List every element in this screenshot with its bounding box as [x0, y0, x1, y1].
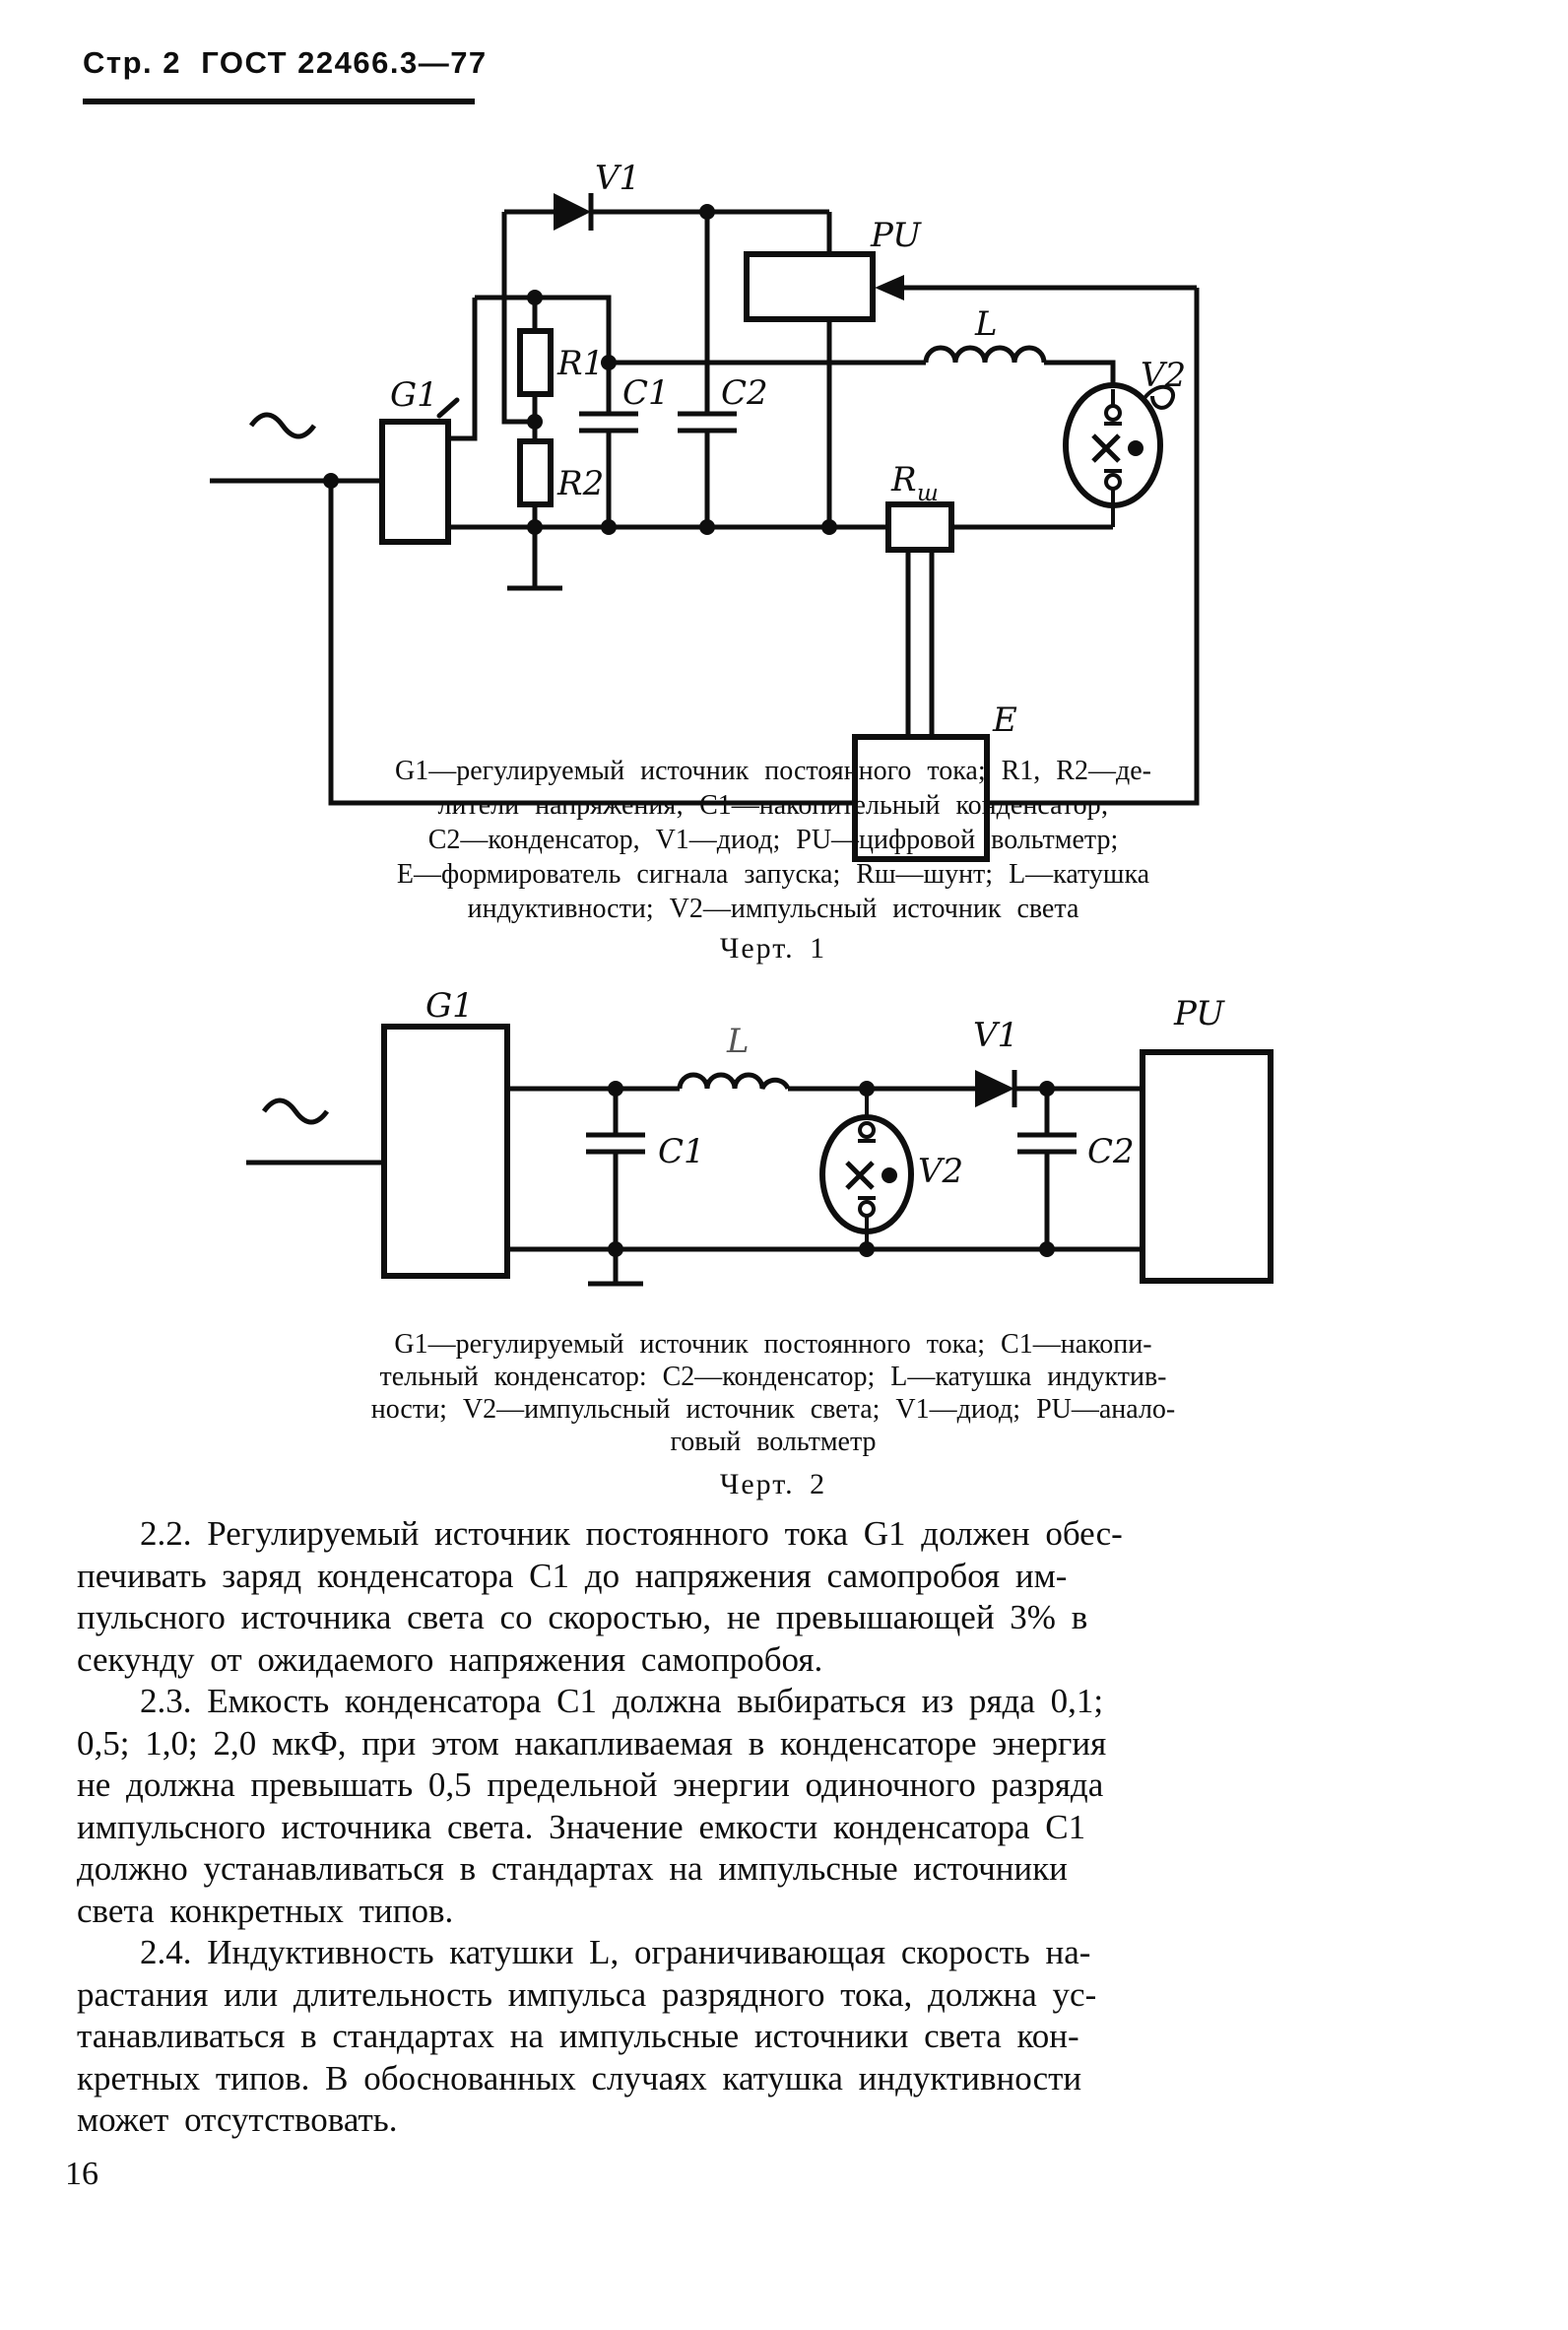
pu-voltmeter — [744, 251, 876, 322]
label-c2: C2 — [1087, 1132, 1135, 1171]
lamp-x-icon — [845, 1161, 875, 1190]
paragraph-2-4: 2.4. Индуктивность катушки L, ограничива… — [77, 1933, 1097, 2139]
label-v2: V2 — [918, 1152, 963, 1191]
lamp-dot — [882, 1167, 897, 1183]
label-g1: G1 — [425, 986, 474, 1026]
wire-v1-tap — [501, 212, 535, 425]
arrow-into-pu-icon — [875, 275, 904, 300]
r1-resistor — [517, 328, 554, 397]
label-c1: C1 — [658, 1132, 705, 1171]
figure2-label: Черт. 2 — [719, 1468, 827, 1500]
wire-divider-top — [475, 295, 612, 363]
wire-ground-loop — [328, 288, 1200, 806]
lamp-electrode — [858, 1121, 876, 1139]
page-number: 16 — [65, 2156, 98, 2192]
label-rsh: R — [890, 460, 917, 499]
l-inductor-icon — [677, 1072, 791, 1091]
rsh-shunt — [885, 501, 954, 553]
wire-g1-riser — [448, 298, 478, 441]
label-g1: G1 — [390, 375, 438, 415]
label-v2: V2 — [1141, 356, 1186, 395]
label-rsh-sub: ш — [917, 481, 939, 506]
label-c2: C2 — [721, 373, 768, 413]
lamp-trigger-curl — [1143, 385, 1176, 410]
junction-dot — [323, 473, 339, 489]
lamp-dot — [1128, 440, 1143, 456]
header-rule — [83, 99, 475, 104]
page-header: Стр. 2 ГОСТ 22466.3—77 — [83, 45, 488, 80]
label-pu: PU — [1173, 994, 1225, 1033]
paragraph-2-2: 2.2. Регулируемый источник постоянного т… — [77, 1514, 1123, 1679]
figure1-label: Черт. 1 — [719, 932, 827, 965]
g1-block — [381, 1024, 510, 1279]
r2-resistor — [517, 438, 554, 507]
body-text: 2.2. Регулируемый источник постоянного т… — [77, 1513, 1517, 2142]
pu-voltmeter — [1140, 1049, 1274, 1284]
l-inductor-icon — [923, 345, 1047, 364]
g1-adjust-tick — [436, 397, 460, 419]
v1-diode-icon — [975, 1070, 1014, 1107]
label-r1: R1 — [556, 344, 604, 383]
circuit-diagram-1: G1 V1 R1 R2 — [210, 159, 1200, 862]
ac-source-icon — [261, 1098, 330, 1125]
v1-diode-icon — [554, 193, 591, 231]
g1-block — [379, 419, 451, 545]
lamp-electrode — [1104, 404, 1122, 422]
label-e: E — [992, 700, 1017, 740]
ac-source-icon — [248, 412, 317, 439]
label-v1: V1 — [973, 1016, 1018, 1055]
circuit-diagram-2: G1 L V1 C1 — [246, 986, 1274, 1287]
lamp-x-icon — [1091, 433, 1121, 463]
paragraph-2-3: 2.3. Емкость конденсатора C1 должна выби… — [77, 1682, 1107, 1930]
figure1-caption: G1—регулируемый источник постоянного ток… — [395, 756, 1151, 924]
label-v1: V1 — [595, 159, 640, 198]
label-r2: R2 — [556, 464, 604, 503]
label-l: L — [726, 1022, 750, 1061]
label-l: L — [974, 304, 998, 344]
label-pu: PU — [870, 216, 922, 255]
label-c1: C1 — [622, 373, 670, 413]
e-trigger-block — [852, 734, 990, 862]
figure2-caption: G1—регулируемый источник постоянного ток… — [370, 1329, 1176, 1457]
